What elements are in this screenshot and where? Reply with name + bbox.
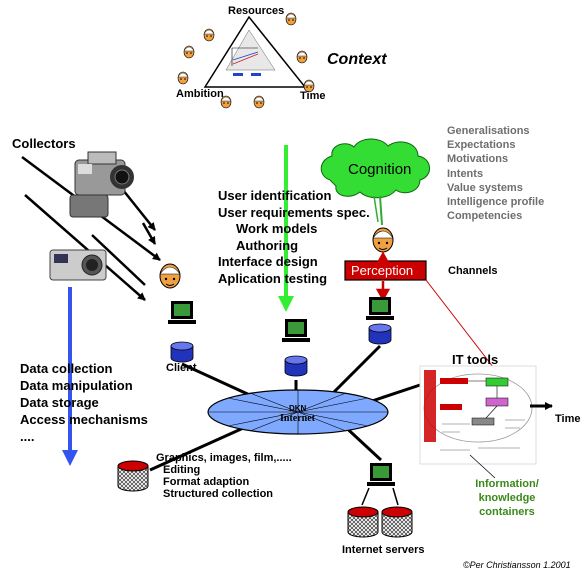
- context-title: Context: [327, 51, 387, 68]
- database-client: [170, 341, 194, 363]
- cognition-traits: Generalisations Expectations Motivations…: [447, 124, 544, 223]
- database-center: [284, 355, 308, 377]
- trait-generalisations: Generalisations: [447, 125, 530, 137]
- network-grid: [208, 390, 388, 434]
- channels-label: Channels: [448, 265, 498, 277]
- it-tools-diagram: [419, 365, 537, 465]
- graphics-item-editing: Editing: [163, 464, 201, 476]
- computer-server: [367, 463, 395, 486]
- network-label-internet: Internet: [280, 413, 315, 424]
- center-item-authoring: Authoring: [236, 237, 299, 253]
- camcorder-icon: [69, 151, 134, 218]
- data-item-access: Access mechanisms: [20, 412, 148, 427]
- trait-intelligence-profile: Intelligence profile: [447, 196, 545, 209]
- blue-arrow: [62, 287, 78, 466]
- data-item-more: ....: [20, 429, 35, 444]
- containers-link: [469, 454, 496, 479]
- perception-link: [425, 279, 501, 377]
- center-item-user-identification: User identification: [218, 188, 332, 203]
- client-label: Client: [166, 362, 197, 374]
- center-item-user-requirements: User requirements spec.: [218, 204, 370, 220]
- trait-expectations: Expectations: [447, 139, 516, 152]
- server-store-icons: [347, 487, 413, 538]
- graphics-item-format: Format adaption: [163, 476, 250, 488]
- client-face-icon: [159, 263, 181, 289]
- center-item-work-models: Work models: [236, 221, 318, 236]
- collectors-label: Collectors: [12, 136, 76, 151]
- credit: ©Per Christiansson 1.2001: [463, 560, 571, 570]
- context-triangle: [203, 15, 307, 88]
- graphics-item-structured: Structured collection: [163, 488, 274, 500]
- triangle-label-resources: Resources: [228, 5, 285, 17]
- green-arrow: [278, 145, 294, 312]
- network-label-dkn: DKN: [289, 404, 307, 413]
- center-list: User identification User requirements sp…: [218, 188, 370, 287]
- perception-label: Perception: [351, 263, 414, 278]
- perception-arrows: [375, 251, 391, 302]
- computer-client: [168, 301, 196, 324]
- collector-arrows: [21, 155, 161, 301]
- center-item-application-testing: Aplication testing: [218, 270, 328, 286]
- trait-competencies: Competencies: [447, 210, 523, 223]
- triangle-label-ambition: Ambition: [176, 88, 224, 100]
- trait-intents: Intents: [447, 167, 484, 180]
- data-item-manipulation: Data manipulation: [20, 378, 133, 393]
- database-right: [368, 323, 392, 345]
- servers-label: Internet servers: [342, 544, 425, 556]
- graphics-block: Graphics, images, film,..... Editing For…: [156, 452, 292, 500]
- data-item-collection: Data collection: [20, 361, 113, 376]
- digital-camera-icon: [49, 249, 107, 281]
- data-item-storage: Data storage: [20, 395, 99, 410]
- data-list: Data collection Data manipulation Data s…: [20, 360, 148, 445]
- cognition-cloud: [320, 138, 430, 226]
- center-item-interface-design: Interface design: [218, 254, 318, 269]
- it-tools-label: IT tools: [452, 352, 499, 367]
- time-label: Time: [555, 413, 581, 425]
- triangle-label-time: Time: [300, 90, 326, 102]
- cognition-label: Cognition: [348, 161, 412, 178]
- cognition-face-icon: [372, 227, 394, 253]
- computer-right: [366, 297, 394, 320]
- containers-label: Information/ knowledge containers: [475, 478, 539, 518]
- graphics-store-icon: [117, 460, 149, 492]
- trait-value-systems: Value systems: [447, 181, 523, 194]
- graphics-title: Graphics, images, film,.....: [156, 452, 292, 464]
- trait-motivations: Motivations: [447, 153, 509, 166]
- computer-center: [282, 319, 310, 342]
